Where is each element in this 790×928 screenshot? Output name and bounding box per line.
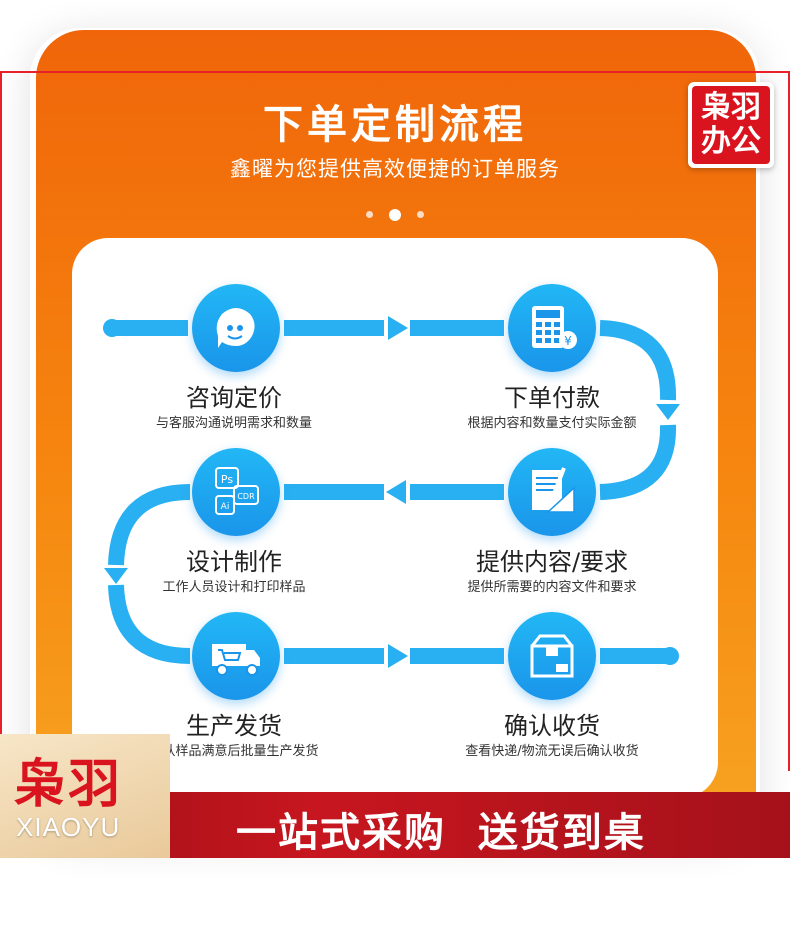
carousel-dot[interactable] — [366, 211, 373, 218]
flow-curve-right-bottom — [599, 424, 677, 500]
step-desc: 与客服沟通说明需求和数量 — [155, 416, 312, 431]
step-desc: 提供所需要的内容文件和要求 — [467, 580, 637, 595]
calculator-icon: ¥ — [508, 284, 596, 372]
step-title: 咨询定价 — [186, 384, 282, 412]
red-guide-line-right — [788, 71, 790, 771]
badge-line-2: 办公 — [701, 124, 761, 159]
step-title: 下单付款 — [504, 384, 600, 412]
carousel-dots — [0, 204, 790, 223]
ps-label: Ps — [221, 473, 233, 486]
step-desc: 查看快递/物流无误后确认收货 — [465, 744, 639, 759]
currency-symbol: ¥ — [564, 334, 572, 348]
brand-logo-en: XIAOYU — [16, 812, 121, 842]
page-title: 下单定制流程 — [263, 102, 527, 148]
flow-arrow-right — [388, 644, 408, 668]
step-title: 生产发货 — [186, 712, 282, 740]
carousel-dot-active[interactable] — [389, 208, 401, 221]
flow-end-dot — [661, 647, 679, 665]
ai-label: Ai — [221, 502, 230, 512]
carousel-dot[interactable] — [417, 211, 424, 218]
brand-logo-box — [0, 734, 170, 858]
brand-logo-cn: 枭羽 — [14, 754, 123, 815]
flow-arrow-left — [386, 480, 406, 504]
red-guide-line-left — [0, 71, 2, 771]
brand-badge-text: 枭羽 办公 — [692, 86, 770, 164]
delivery-truck-icon — [192, 612, 280, 700]
step-title: 确认收货 — [504, 712, 600, 740]
flow-curve-left-bottom — [108, 584, 191, 664]
step-title: 设计制作 — [186, 548, 282, 576]
package-box-icon — [508, 612, 596, 700]
chat-bubble-icon — [192, 284, 280, 372]
page-subtitle: 鑫曜为您提供高效便捷的订单服务 — [230, 157, 560, 181]
flow-arrow-down — [656, 404, 680, 420]
flow-arrow-down — [104, 568, 128, 584]
step-desc: 工作人员设计和打印样品 — [162, 580, 306, 595]
step-desc: 根据内容和数量支付实际金额 — [467, 416, 637, 431]
flow-curve-right-top — [599, 320, 677, 401]
flow-curve-left-top — [108, 484, 191, 566]
step-title: 提供内容/要求 — [475, 548, 629, 576]
cdr-label: CDR — [237, 492, 255, 501]
document-ruler-icon — [508, 448, 596, 536]
red-guide-line — [0, 71, 790, 73]
flow-start-dot — [103, 319, 121, 337]
step-desc: 确认样品满意后批量生产发货 — [149, 744, 319, 759]
brand-badge: 枭羽 办公 — [688, 82, 774, 168]
flow-arrow-right — [388, 316, 408, 340]
badge-line-1: 枭羽 — [701, 90, 761, 125]
slogan-text: 一站式采购 送货到桌 — [236, 810, 646, 856]
